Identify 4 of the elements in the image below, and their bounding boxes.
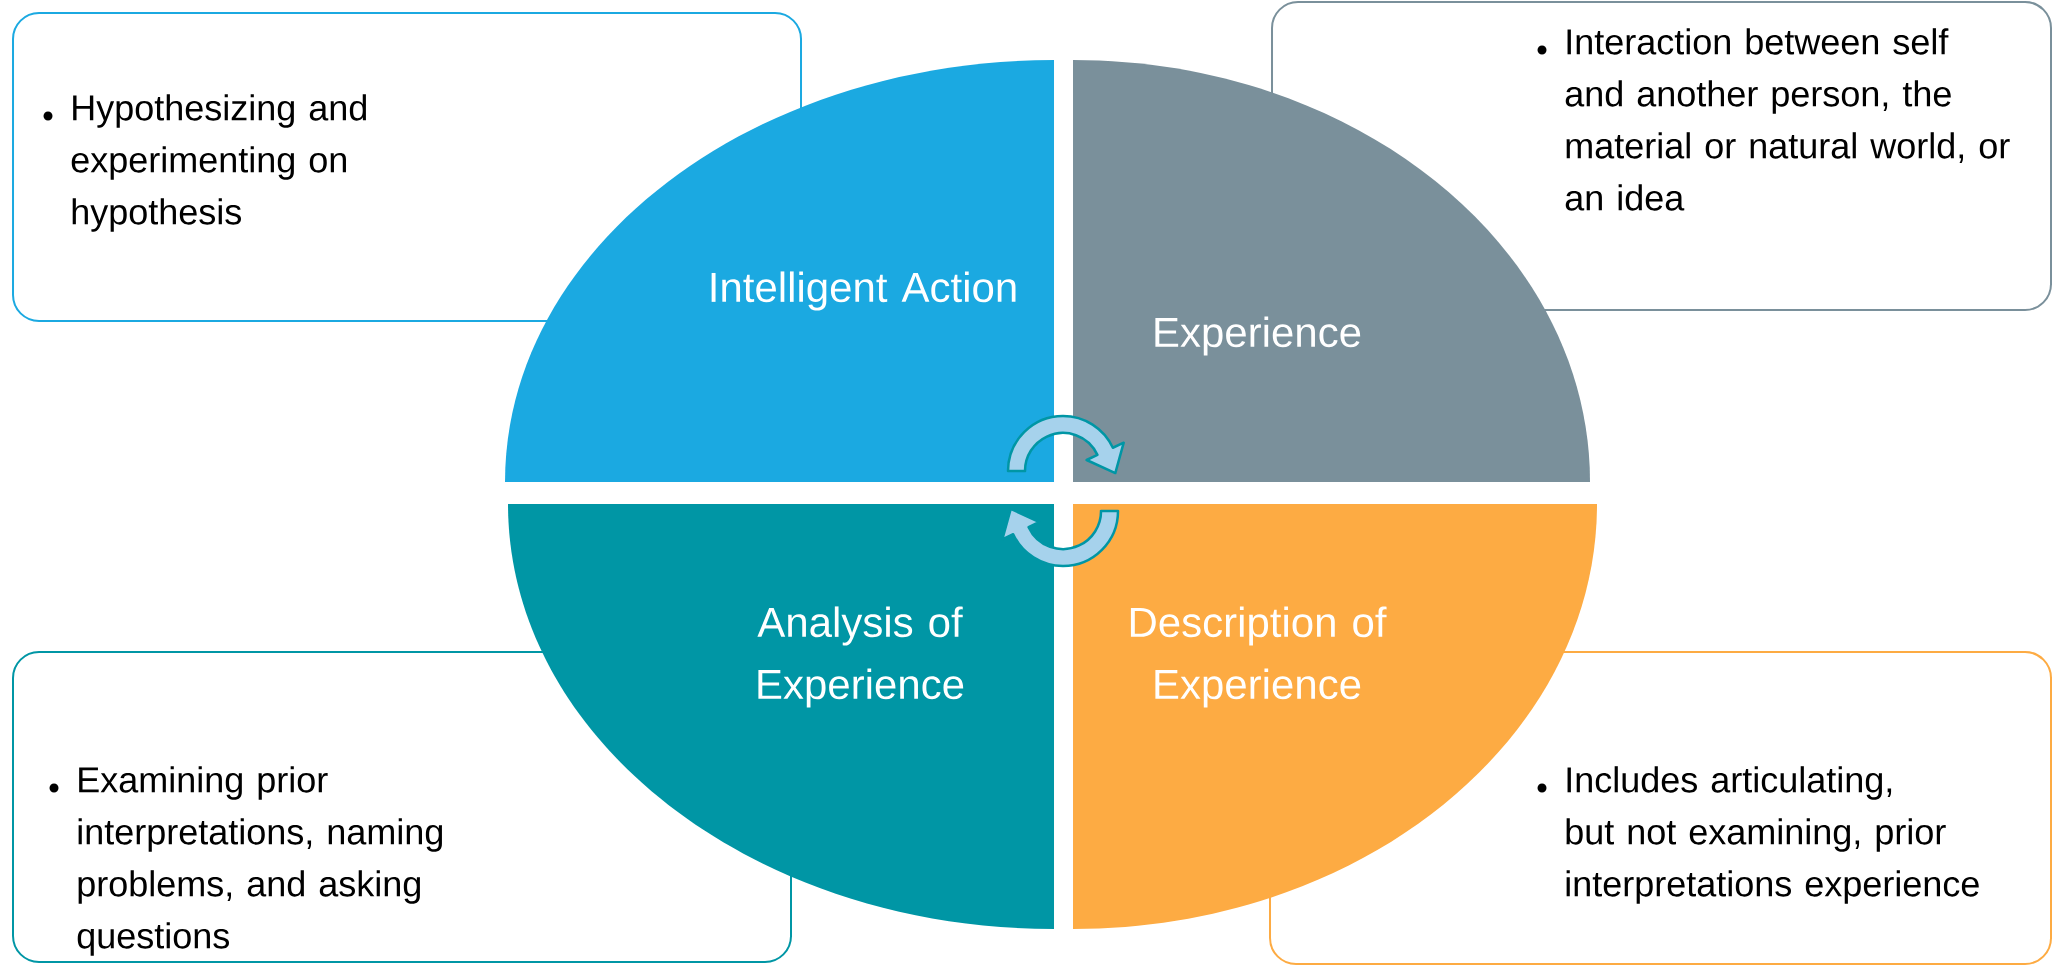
curved-arrow [1006, 414, 1125, 475]
curved-arrow [1001, 507, 1120, 568]
quadrant: Analysis of Experience [508, 504, 1054, 929]
quadrant: Intelligent Action [505, 60, 1054, 482]
